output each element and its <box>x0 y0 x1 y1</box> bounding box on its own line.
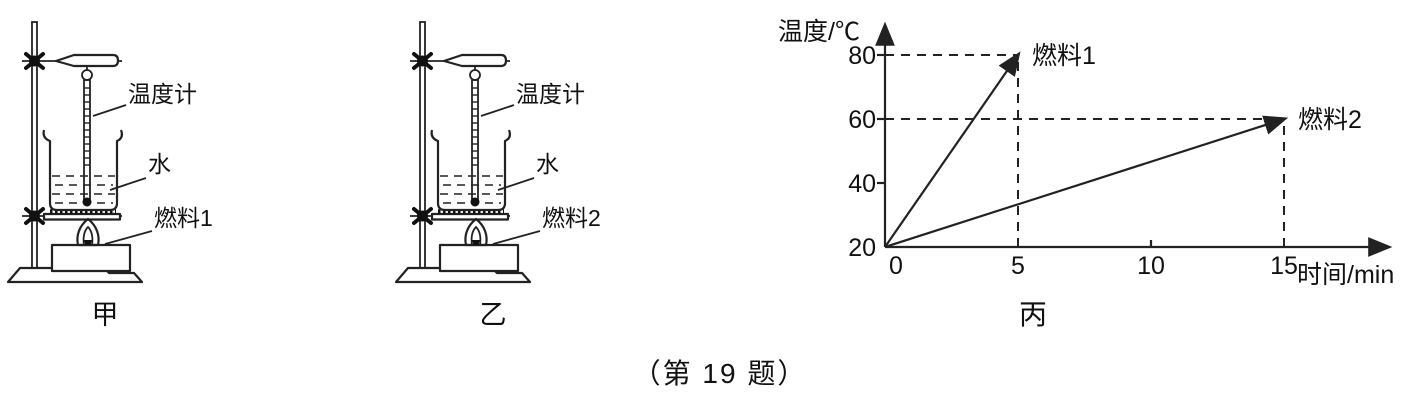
flame <box>464 217 488 247</box>
ring-plate <box>42 212 122 221</box>
series-label: 燃料1 <box>1032 42 1096 70</box>
y-tick-label: 80 <box>848 42 876 70</box>
thermometer-label: 温度计 <box>516 81 585 107</box>
series-line <box>884 115 1289 249</box>
apparatus-jia-panel: 温度计 水 燃料1 甲 <box>6 21 213 330</box>
thermometer-ticks <box>472 87 478 166</box>
flame-inner <box>82 225 94 246</box>
flame-inner <box>470 225 482 246</box>
y-tick-label: 40 <box>848 170 876 198</box>
flame-outer <box>464 217 488 247</box>
lower-clamp-knob <box>29 210 40 222</box>
upper-clamp-paddle <box>442 53 508 68</box>
fuel-label: 燃料2 <box>542 205 601 231</box>
series-label: 燃料2 <box>1298 106 1362 134</box>
ring-stand <box>6 21 144 284</box>
stand-base <box>394 266 532 284</box>
thermometer <box>81 66 93 207</box>
x-axis-label: 时间/min <box>1297 261 1394 289</box>
flame-wick <box>472 240 480 245</box>
x-tick-label: 10 <box>1137 252 1165 280</box>
flame-wick <box>84 240 92 245</box>
flame <box>76 217 100 247</box>
thermometer-bulb <box>82 197 92 207</box>
graph-caption: 丙 <box>1019 299 1047 330</box>
annotations: 温度计 水 燃料2 乙 <box>480 81 601 330</box>
annotations: 温度计 水 燃料1 甲 <box>92 81 213 330</box>
series-line <box>884 51 1021 248</box>
upper-clamp-knob <box>29 55 40 67</box>
lower-clamp-knob <box>417 210 428 222</box>
flame-outer <box>76 217 100 247</box>
y-tick-label: 20 <box>848 234 876 262</box>
x-tick-label: 5 <box>1011 252 1025 280</box>
y-tick-label: 60 <box>848 106 876 134</box>
fuel-label: 燃料1 <box>154 205 213 231</box>
fuel-container <box>50 243 132 273</box>
x-tick-label: 15 <box>1270 252 1298 280</box>
water-label: 水 <box>536 151 559 177</box>
fuel-container <box>438 243 520 273</box>
beaker <box>430 129 511 212</box>
stand-base <box>6 266 144 284</box>
graph-dynamic: 燃料1 燃料2 0 5 10 15 20 40 60 80 <box>848 42 1362 280</box>
thermometer-bulb <box>470 197 480 207</box>
ring-plate <box>430 212 510 221</box>
ring-stand <box>394 21 532 284</box>
water-label: 水 <box>148 151 171 177</box>
apparatus-yi-panel: 温度计 水 燃料2 乙 <box>394 21 601 330</box>
apparatus-caption: 甲 <box>92 300 119 330</box>
thermometer-label: 温度计 <box>128 81 197 107</box>
stand-rod <box>31 21 38 269</box>
y-axis-label: 温度/℃ <box>778 18 860 46</box>
apparatus-caption: 乙 <box>480 300 507 330</box>
graph-panel: 温度/℃ 时间/min 燃料1 燃料2 0 5 10 15 20 40 60 80 丙 <box>778 18 1394 330</box>
figure-caption: （第 19 题） <box>632 358 808 389</box>
x-tick-label: 0 <box>889 252 903 280</box>
stand-rod <box>419 21 426 269</box>
upper-clamp-knob <box>417 55 428 67</box>
beaker <box>42 129 123 212</box>
thermometer <box>469 66 481 207</box>
thermometer-ticks <box>84 87 90 166</box>
upper-clamp-paddle <box>54 53 120 68</box>
